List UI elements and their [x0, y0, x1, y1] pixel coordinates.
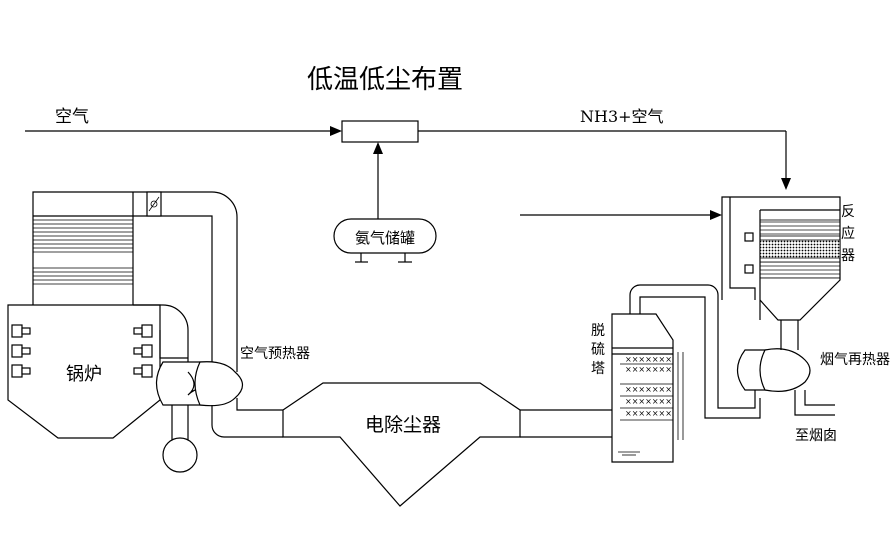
boiler-outlet-duct — [133, 191, 238, 372]
catalyst-layer-3 — [759, 261, 841, 279]
ammonia-tank-label: 氨气储罐 — [355, 229, 415, 247]
diagram-title: 低温低尘布置 — [307, 65, 463, 95]
air-preheater-label: 空气预热器 — [240, 346, 310, 362]
svg-text:×××××××: ××××××× — [625, 409, 672, 418]
chimney-outlet-duct — [794, 390, 835, 416]
reheater-label: 烟气再热器 — [820, 352, 890, 368]
boiler — [7, 191, 161, 439]
flue-gas-reheater — [736, 332, 811, 392]
svg-text:×××××××: ××××××× — [625, 355, 672, 364]
boiler-heat-exchanger-tubes — [33, 219, 133, 285]
to-chimney-label: 至烟囱 — [795, 428, 837, 444]
reactor-inlet-arrow — [520, 210, 722, 220]
catalyst-layer-2 — [759, 239, 841, 259]
tower-to-reheater-duct — [629, 284, 761, 419]
ammonia-air-mixer — [341, 120, 419, 143]
scr-reactor — [721, 196, 841, 332]
catalyst-layer-1 — [759, 219, 841, 237]
spray-layers: ××××××× ××××××× ××××××× ××××××× ××××××× — [620, 355, 673, 421]
tower-label-1: 脱 — [591, 323, 605, 339]
boiler-label: 锅炉 — [66, 364, 102, 385]
esp-label: 电除尘器 — [365, 414, 441, 436]
svg-text:×××××××: ××××××× — [625, 385, 672, 394]
esp-to-tower-duct — [520, 409, 612, 438]
air-supply-line — [25, 126, 791, 190]
air-preheater — [155, 361, 244, 473]
svg-text:×××××××: ××××××× — [625, 365, 672, 374]
svg-text:×××××××: ××××××× — [625, 397, 672, 406]
ammonia-tank — [333, 218, 437, 263]
preheater-to-esp-duct — [211, 398, 283, 438]
electrostatic-precipitator — [282, 382, 521, 507]
mixer-feed-line — [373, 142, 383, 219]
air-label: 空气 — [55, 107, 89, 127]
reactor-label-3: 器 — [841, 248, 855, 264]
nh3-air-label: NH3+空气 — [580, 107, 664, 126]
reactor-label-2: 应 — [841, 225, 855, 242]
desulfurization-tower: ××××××× ××××××× ××××××× ××××××× ××××××× — [611, 313, 684, 463]
reactor-label-1: 反 — [841, 204, 855, 220]
boiler-burners-left — [11, 324, 31, 378]
tower-label-2: 硫 — [591, 342, 605, 358]
boiler-burners-right — [133, 324, 153, 378]
tower-label-3: 塔 — [591, 361, 605, 377]
